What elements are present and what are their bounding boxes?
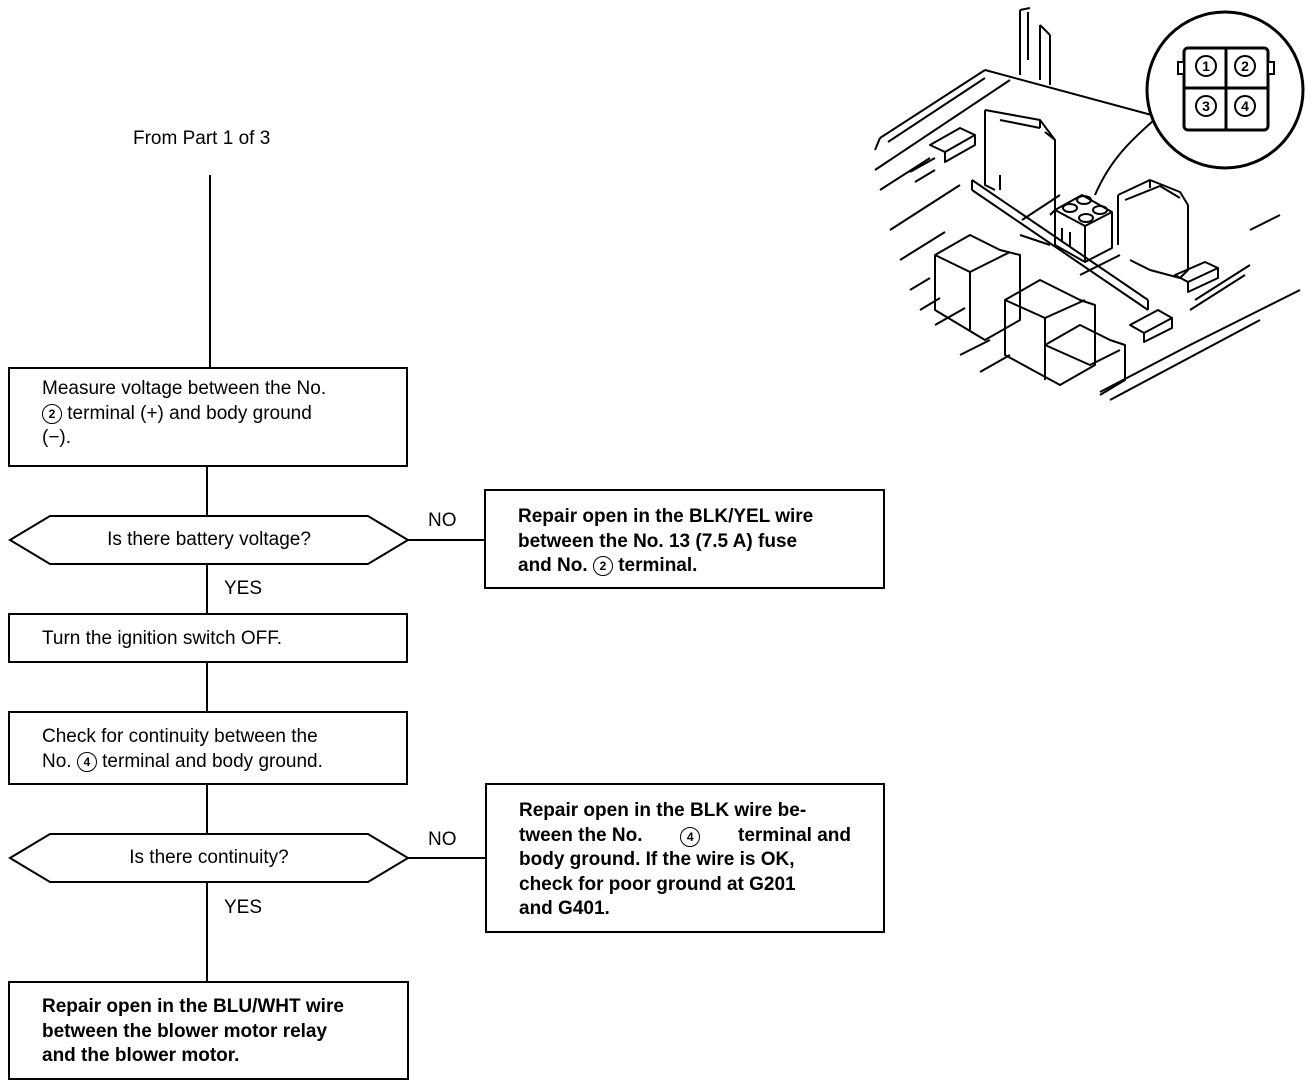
measure-line-3: (−). xyxy=(42,427,72,448)
measure-voltage-box: Measure voltage between the No. 2 termin… xyxy=(8,367,408,467)
pin-4-label: 4 xyxy=(1241,98,1249,114)
repair2-line-3: body ground. If the wire is OK, xyxy=(519,849,795,870)
decision-1-question: Is there battery voltage? xyxy=(107,529,311,550)
pin-1-label: 1 xyxy=(1202,58,1210,74)
terminal-4-symbol: 4 xyxy=(680,826,701,847)
repair3-line-2: between the blower motor relay xyxy=(42,1020,328,1042)
connector-line-3 xyxy=(206,564,208,614)
terminal-2-symbol: 2 xyxy=(42,403,62,424)
connector-line-2 xyxy=(206,466,208,516)
measure-line-1: Measure voltage between the No. xyxy=(42,378,327,399)
repair2-line-5: and G401. xyxy=(519,898,610,919)
decision-2-no-label: NO xyxy=(428,829,457,850)
repair-blu-wht-box: Repair open in the BLU/WHT wire between … xyxy=(8,981,409,1080)
connector-line-4 xyxy=(206,662,208,712)
decision-2-yes-label: YES xyxy=(224,897,263,918)
decision-1-shape xyxy=(8,515,410,565)
connector-line-5 xyxy=(206,784,208,834)
from-part-label: From Part 1 of 3 xyxy=(133,128,271,149)
repair1-line-1: Repair open in the BLK/YEL wire xyxy=(518,506,814,527)
repair1-line-3: and No. 2 terminal. xyxy=(518,555,698,576)
ignition-off-box: Turn the ignition switch OFF. xyxy=(8,613,408,663)
pin-2-label: 2 xyxy=(1241,58,1249,74)
connector-line-top xyxy=(209,175,211,368)
repair1-line-2: between the No. 13 (7.5 A) fuse xyxy=(518,530,798,552)
repair-blk-yel-box: Repair open in the BLK/YEL wire between … xyxy=(484,489,885,589)
terminal-2-symbol: 2 xyxy=(592,556,613,576)
decision-2-question: Is there continuity? xyxy=(129,847,289,868)
repair3-line-1: Repair open in the BLU/WHT wire xyxy=(42,996,344,1017)
continuity-line-2: No. 4 terminal and body ground. xyxy=(42,750,323,772)
decision-1-no-label: NO xyxy=(428,510,457,531)
repair-blk-box: Repair open in the BLK wire be- tween th… xyxy=(485,783,885,933)
decision-1-yes-label: YES xyxy=(224,578,263,599)
decision-2-shape xyxy=(8,833,410,883)
repair2-line-1: Repair open in the BLK wire be- xyxy=(519,800,807,821)
repair3-line-3: and the blower motor. xyxy=(42,1045,240,1066)
ignition-text: Turn the ignition switch OFF. xyxy=(42,628,283,649)
continuity-line-1: Check for continuity between the xyxy=(42,726,318,747)
pin-3-label: 3 xyxy=(1202,98,1210,114)
no-line-1 xyxy=(408,539,484,541)
measure-line-2: 2 terminal (+) and body ground xyxy=(42,402,396,427)
repair2-line-4: check for poor ground at G201 xyxy=(519,873,796,895)
check-continuity-box: Check for continuity between the No. 4 t… xyxy=(8,711,408,785)
no-line-2 xyxy=(408,857,485,859)
terminal-4-symbol: 4 xyxy=(76,751,97,772)
connector-line-6 xyxy=(206,882,208,982)
